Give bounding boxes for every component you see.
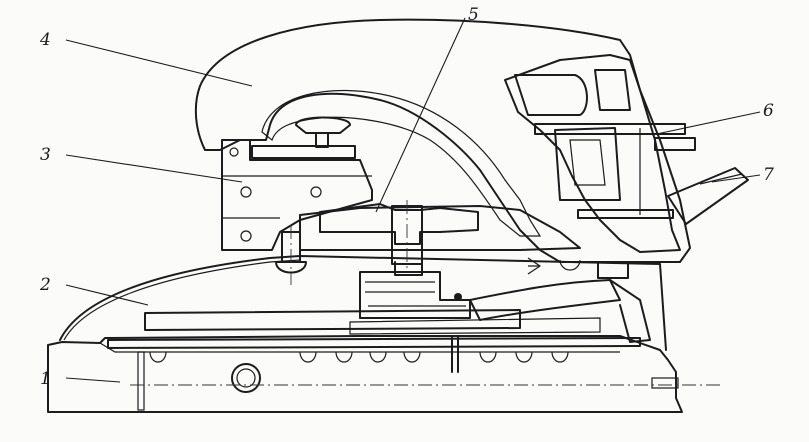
callout-7: 7 (763, 165, 774, 185)
callout-5: 5 (468, 5, 479, 25)
sole-bore (231, 363, 261, 393)
leader-7 (711, 174, 761, 183)
leader-4 (65, 39, 253, 87)
iron-handle (194, 18, 691, 263)
flexible-lead (469, 279, 621, 321)
pressure-plate (107, 309, 641, 373)
leader-5 (375, 17, 466, 213)
sole-plate (47, 335, 720, 413)
callout-3: 3 (40, 145, 51, 165)
callout-6: 6 (763, 101, 774, 121)
heating-element-channels (149, 351, 569, 363)
callout-1: 1 (40, 369, 51, 389)
rear-screw (651, 377, 679, 389)
handle-fixing-knob (251, 116, 356, 159)
thermostat-assembly (359, 271, 651, 343)
cord-bushing (667, 167, 749, 225)
leader-1 (65, 377, 121, 383)
bracket-bolt (275, 225, 307, 285)
terminal-bolt (534, 123, 696, 151)
mounting-bracket (221, 139, 373, 251)
leader-6 (651, 111, 761, 136)
callout-4: 4 (39, 30, 51, 50)
center-fixing-nut (319, 200, 479, 276)
iron-cover (59, 255, 667, 351)
callout-leaders (65, 17, 761, 383)
thermostat-screw (527, 209, 674, 279)
leader-3 (65, 154, 243, 183)
leader-2 (65, 284, 149, 306)
callout-2: 2 (39, 275, 51, 295)
